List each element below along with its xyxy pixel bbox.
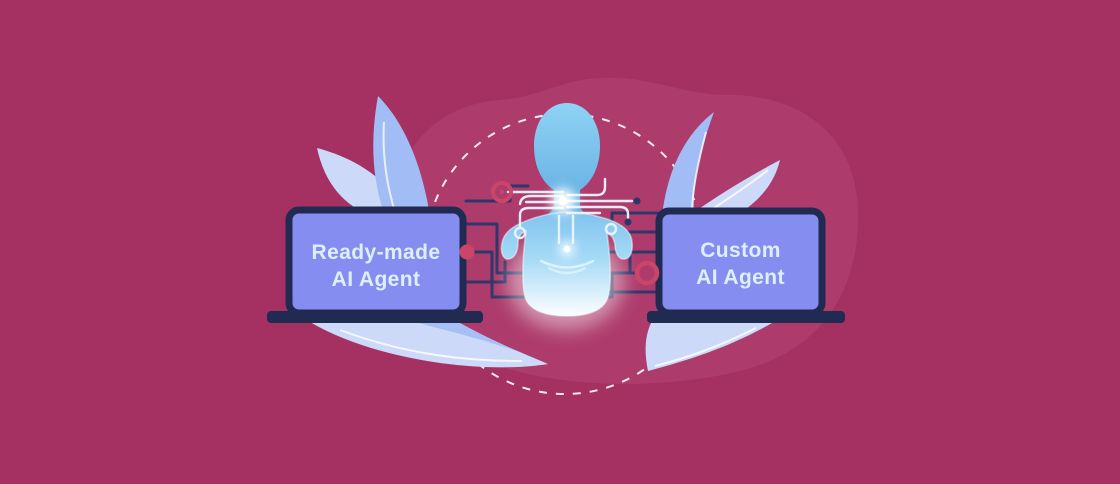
connector-dot-icon: [459, 244, 475, 260]
leaf-vein: [339, 329, 523, 362]
right-laptop-label: Custom AI Agent: [659, 237, 822, 291]
leaf-icon: [310, 322, 548, 368]
laptop-icon-right: [647, 207, 845, 323]
figure-torso: [501, 212, 633, 316]
left-laptop-label: Ready-made AI Agent: [289, 239, 463, 293]
connector-ring-icon: [491, 181, 660, 286]
chest-glow-core: [558, 196, 568, 206]
trace-endpoint-dot: [624, 218, 632, 226]
ai-humanoid-icon: [500, 103, 641, 330]
leaf-group-left: [310, 96, 548, 368]
trace-endpoint-dot: [633, 197, 641, 205]
left-laptop-label-line1: Ready-made: [311, 241, 441, 264]
right-laptop-label-line2: AI Agent: [696, 266, 785, 289]
leaf-vein: [691, 131, 707, 214]
figure-rim-light: [500, 211, 634, 317]
leaf-icon: [662, 112, 714, 216]
leaf-vein: [382, 121, 396, 213]
right-laptop-label-line1: Custom: [700, 239, 781, 262]
left-laptop-label-line2: AI Agent: [331, 268, 421, 291]
chest-circuit-icon: [506, 177, 634, 275]
laptop-icon-left: [267, 206, 483, 323]
connector-ring-center: [499, 189, 505, 195]
belly-glow-core: [563, 245, 571, 253]
leaf-vein: [654, 327, 757, 367]
figure-head: [533, 103, 601, 222]
